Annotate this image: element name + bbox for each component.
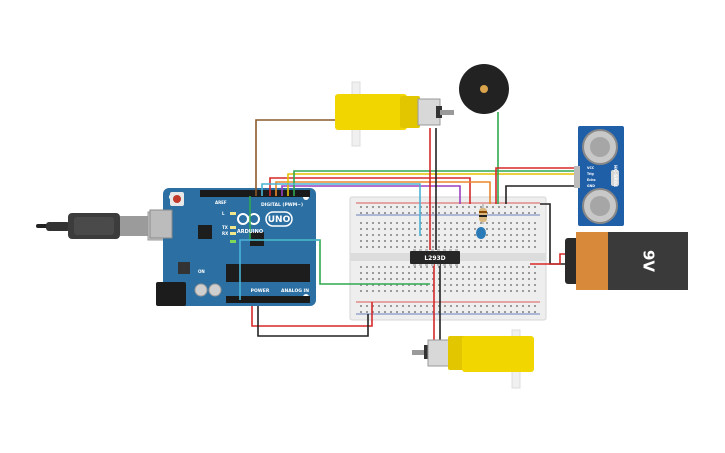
power-jack xyxy=(156,282,186,306)
wire-black-sensor xyxy=(505,185,574,204)
wire-purple xyxy=(281,185,461,204)
wire-brown xyxy=(255,119,338,196)
atmega-chip xyxy=(226,264,310,282)
piezo-buzzer xyxy=(459,64,509,114)
ultrasonic-pin-echo: Echo xyxy=(587,178,596,182)
wire-orange xyxy=(275,181,491,204)
analog-header-label: ANALOG IN xyxy=(281,288,309,294)
digital-header xyxy=(200,190,310,197)
ultrasonic-pin-gnd: GND xyxy=(587,184,595,188)
wire-green-sensor xyxy=(293,170,574,196)
usb-jack xyxy=(149,209,173,239)
ultrasonic-pin-trig: Trig xyxy=(587,172,594,176)
tx-label: TX xyxy=(222,225,228,230)
ultrasonic-model-label: HC-SR04 xyxy=(612,165,618,187)
arduino-brand-label: ARDUINO xyxy=(237,229,263,235)
digital-header-label: DIGITAL (PWM~) xyxy=(261,202,303,208)
on-label: ON xyxy=(198,269,205,274)
ultrasonic-pin-vcc: VCC xyxy=(587,166,595,170)
arduino-logo xyxy=(237,211,293,227)
led xyxy=(476,227,486,239)
battery-9v xyxy=(565,232,688,290)
analog-header xyxy=(226,296,310,303)
arduino-model-label: UNO xyxy=(268,215,291,225)
wire-black-bottom xyxy=(257,306,369,337)
wire-cyan-b xyxy=(239,239,320,300)
dc-motor-bottom xyxy=(412,329,534,389)
l293d-motor-driver xyxy=(410,249,460,266)
l293d-label: L293D xyxy=(424,255,445,262)
resistor xyxy=(479,204,487,224)
power-header-label: POWER xyxy=(251,288,270,294)
wire-yellow xyxy=(287,173,574,196)
wire-battery-red xyxy=(530,253,566,265)
battery-voltage-label: 9V xyxy=(640,250,658,272)
breadboard-holes xyxy=(360,206,536,313)
rx-label: RX xyxy=(222,231,228,236)
wires xyxy=(239,112,574,344)
dc-motor-top xyxy=(335,81,454,147)
wire-red-sensor xyxy=(495,167,574,204)
wire-red-top xyxy=(269,177,471,204)
wire-cyan xyxy=(261,183,421,236)
l-label: L xyxy=(222,211,225,216)
wire-red-bottom xyxy=(251,302,373,327)
ultrasonic-sensor xyxy=(574,126,624,226)
aref-label: AREF xyxy=(215,200,227,205)
